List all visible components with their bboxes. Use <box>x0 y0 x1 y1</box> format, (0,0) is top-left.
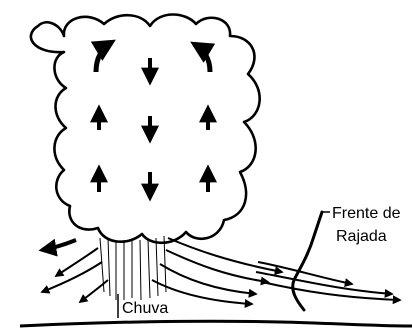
storm-cloud <box>31 15 260 243</box>
gust-front-label-line2: Rajada <box>336 228 387 245</box>
gust-front-line <box>293 212 322 310</box>
ground-surface <box>20 321 412 326</box>
outflow-arrow-icon <box>56 248 98 276</box>
rain-shaft <box>100 236 166 300</box>
outflow-arrow-icon <box>168 238 282 272</box>
outflow-arrow-icon <box>256 272 392 294</box>
outflow-arrow-icon <box>42 240 76 250</box>
rain-label: Chuva <box>122 300 168 317</box>
gust-front-label-line1: Frente de <box>332 205 401 222</box>
outflow-arrow-icon <box>262 282 400 300</box>
